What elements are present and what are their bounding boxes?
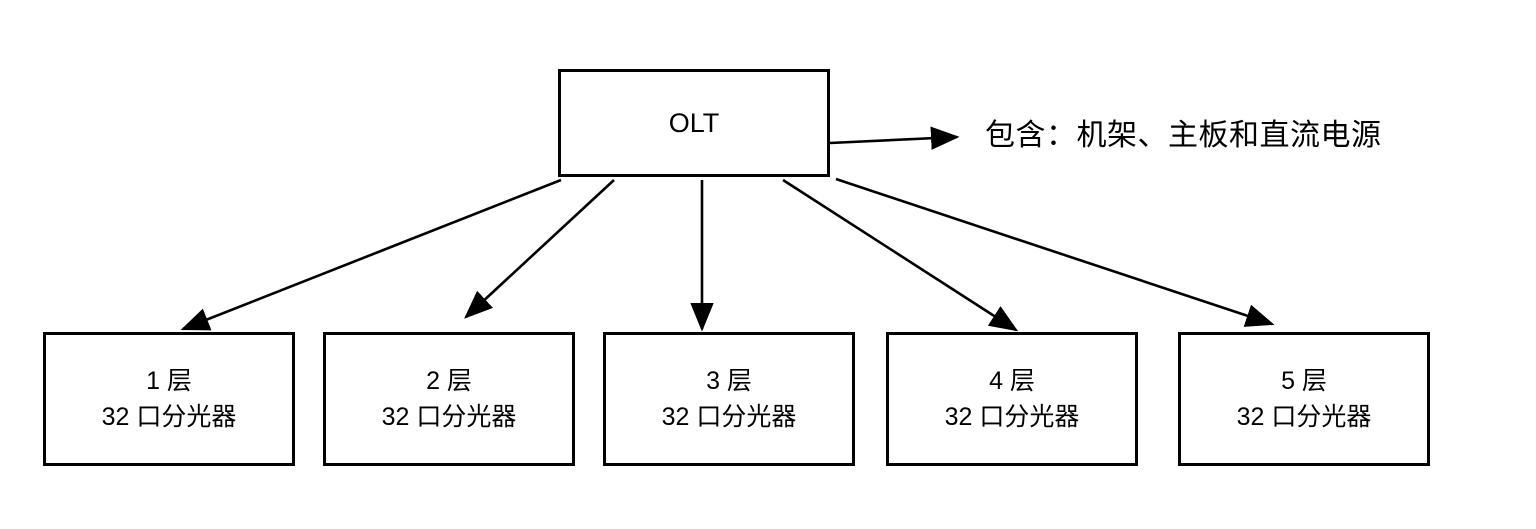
node-floor-4[interactable]: 4 层 32 口分光器 <box>886 332 1138 466</box>
node-floor-4-title: 4 层 <box>989 367 1035 395</box>
node-floor-3-title: 3 层 <box>706 367 752 395</box>
node-floor-5-title: 5 层 <box>1281 367 1327 395</box>
edge-olt-to-leaf-2 <box>464 179 615 319</box>
node-floor-1[interactable]: 1 层 32 口分光器 <box>43 332 295 466</box>
node-floor-3[interactable]: 3 层 32 口分光器 <box>603 332 855 466</box>
edge-olt-to-annotation <box>829 126 960 150</box>
annotation-olt-contents: 包含：机架、主板和直流电源 <box>985 118 1382 153</box>
node-floor-2[interactable]: 2 层 32 口分光器 <box>323 332 575 466</box>
node-floor-4-subtitle: 32 口分光器 <box>944 403 1080 431</box>
node-floor-5[interactable]: 5 层 32 口分光器 <box>1178 332 1430 466</box>
node-floor-3-subtitle: 32 口分光器 <box>661 403 797 431</box>
edge-olt-to-leaf-4 <box>782 178 1019 332</box>
node-olt[interactable]: OLT <box>558 69 830 177</box>
node-floor-1-subtitle: 32 口分光器 <box>101 403 237 431</box>
node-olt-label: OLT <box>668 107 720 138</box>
node-floor-5-subtitle: 32 口分光器 <box>1236 403 1372 431</box>
edge-olt-to-leaf-1 <box>180 178 562 331</box>
node-floor-1-title: 1 层 <box>146 367 192 395</box>
edge-olt-to-leaf-5 <box>835 177 1275 327</box>
node-floor-2-subtitle: 32 口分光器 <box>381 403 517 431</box>
node-floor-2-title: 2 层 <box>426 367 472 395</box>
